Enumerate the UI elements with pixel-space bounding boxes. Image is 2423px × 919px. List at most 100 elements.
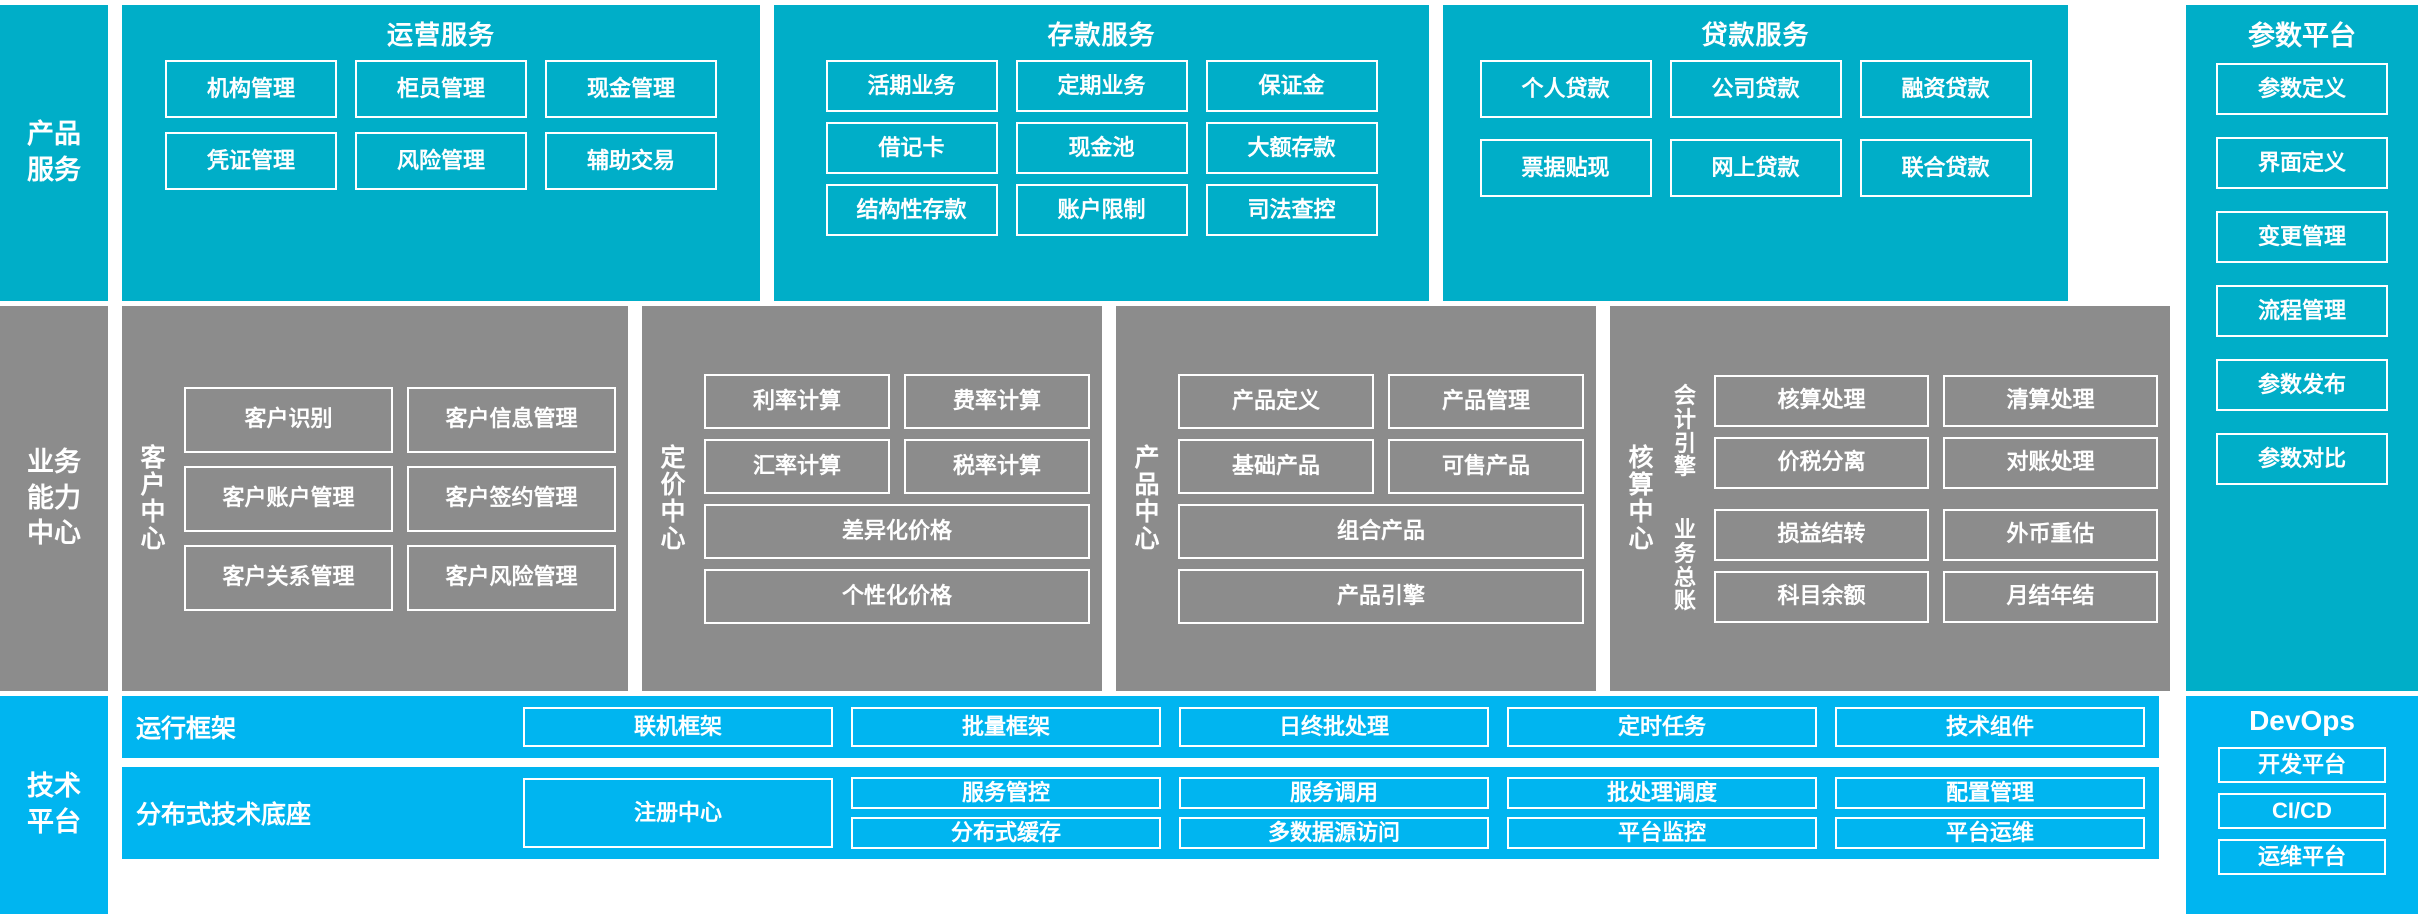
tile-month-year-end-closing[interactable]: 月结年结: [1943, 570, 2158, 623]
tile-scheduled-task[interactable]: 定时任务: [1507, 707, 1817, 747]
tile-customer-relationship-management[interactable]: 客户关系管理: [184, 544, 393, 611]
tile-judicial-control[interactable]: 司法查控: [1205, 184, 1378, 236]
tile-configuration-management[interactable]: 配置管理: [1835, 777, 2145, 809]
tile-ci-cd[interactable]: CI/CD: [2218, 793, 2386, 829]
tile-platform-monitoring[interactable]: 平台监控: [1507, 817, 1817, 849]
center-body-accounting: 会计引擎 核算处理 清算处理 价税分离 对账处理: [1660, 374, 2158, 623]
tile-batch-framework[interactable]: 批量框架: [851, 707, 1161, 747]
sub-label-accounting-engine: 会计引擎: [1673, 383, 1696, 480]
center-body-product: 产品定义 产品管理 基础产品 可售产品 组合产品 产品引擎: [1166, 373, 1584, 624]
center-label-pricing: 定价中心: [660, 443, 686, 553]
tile-risk-management[interactable]: 风险管理: [355, 132, 527, 190]
tile-structured-deposit[interactable]: 结构性存款: [825, 184, 998, 236]
tile-cash-pool[interactable]: 现金池: [1015, 122, 1188, 174]
tile-parameter-publish[interactable]: 参数发布: [2216, 359, 2388, 411]
bar-name-distributed-tech-base: 分布式技术底座: [136, 801, 312, 829]
tile-column: 服务管控 分布式缓存: [851, 777, 1161, 849]
tile-interest-rate-calculation[interactable]: 利率计算: [704, 373, 890, 429]
layer-business-capability: 业务 能力 中心 客户中心 客户识别 客户信息管理 客户账户管理 客户签约管理 …: [0, 306, 2423, 691]
bar-name-runtime-framework: 运行框架: [136, 715, 237, 743]
tile-clearing-processing[interactable]: 清算处理: [1943, 374, 2158, 427]
tile-margin-deposit[interactable]: 保证金: [1205, 60, 1378, 112]
sub-label-business-general-ledger: 业务总账: [1673, 517, 1696, 614]
tile-bill-discount[interactable]: 票据贴现: [1479, 139, 1652, 197]
tile-basic-product[interactable]: 基础产品: [1178, 438, 1374, 494]
tile-process-management[interactable]: 流程管理: [2216, 285, 2388, 337]
tile-batch-scheduling[interactable]: 批处理调度: [1507, 777, 1817, 809]
tile-joint-loan[interactable]: 联合贷款: [1859, 139, 2032, 197]
tile-operations-platform[interactable]: 运维平台: [2218, 839, 2386, 875]
tile-customer-account-management[interactable]: 客户账户管理: [184, 465, 393, 532]
tile-customer-identification[interactable]: 客户识别: [184, 386, 393, 453]
tile-large-deposit[interactable]: 大额存款: [1205, 122, 1378, 174]
tile-end-of-day-batch[interactable]: 日终批处理: [1179, 707, 1489, 747]
tile-debit-card[interactable]: 借记卡: [825, 122, 998, 174]
bar-items-runtime-framework: 联机框架 批量框架 日终批处理 定时任务 技术组件: [386, 707, 2145, 747]
tile-account-restriction[interactable]: 账户限制: [1015, 184, 1188, 236]
tile-differentiated-price[interactable]: 差异化价格: [704, 503, 1090, 559]
tile-fee-rate-calculation[interactable]: 费率计算: [904, 373, 1090, 429]
tile-customer-info-management[interactable]: 客户信息管理: [407, 386, 616, 453]
tile-product-management[interactable]: 产品管理: [1388, 373, 1584, 429]
tile-grid-loan-service: 个人贷款 公司贷款 融资贷款 票据贴现 网上贷款 联合贷款: [1443, 60, 2068, 197]
tile-platform-operations[interactable]: 平台运维: [1835, 817, 2145, 849]
tile-subject-balance[interactable]: 科目余额: [1714, 570, 1929, 623]
layer-label-line-2: 服务: [27, 155, 81, 185]
group-title-deposit-service: 存款服务: [1047, 20, 1156, 50]
tile-product-definition[interactable]: 产品定义: [1178, 373, 1374, 429]
center-customer: 客户中心 客户识别 客户信息管理 客户账户管理 客户签约管理 客户关系管理 客户…: [122, 306, 628, 691]
tile-time-deposit[interactable]: 定期业务: [1015, 60, 1188, 112]
tile-personal-loan[interactable]: 个人贷款: [1479, 60, 1652, 118]
tile-demand-deposit[interactable]: 活期业务: [825, 60, 998, 112]
tile-product-engine[interactable]: 产品引擎: [1178, 568, 1584, 624]
accounting-subgroup-engine: 会计引擎 核算处理 清算处理 价税分离 对账处理: [1668, 374, 2158, 489]
tile-interface-definition[interactable]: 界面定义: [2216, 137, 2388, 189]
tile-bundled-product[interactable]: 组合产品: [1178, 503, 1584, 559]
tile-online-framework[interactable]: 联机框架: [523, 707, 833, 747]
tile-tax-rate-calculation[interactable]: 税率计算: [904, 438, 1090, 494]
tile-online-loan[interactable]: 网上贷款: [1669, 139, 1842, 197]
tile-personalized-price[interactable]: 个性化价格: [704, 568, 1090, 624]
tile-voucher-management[interactable]: 凭证管理: [165, 132, 337, 190]
tile-customer-contract-management[interactable]: 客户签约管理: [407, 465, 616, 532]
tile-financing-loan[interactable]: 融资贷款: [1859, 60, 2032, 118]
tile-parameter-compare[interactable]: 参数对比: [2216, 433, 2388, 485]
tile-reconciliation-processing[interactable]: 对账处理: [1943, 436, 2158, 489]
tile-sellable-product[interactable]: 可售产品: [1388, 438, 1584, 494]
panel-title-devops: DevOps: [2249, 705, 2355, 736]
center-label-product: 产品中心: [1134, 443, 1160, 553]
tile-service-governance[interactable]: 服务管控: [851, 777, 1161, 809]
center-label-customer: 客户中心: [140, 443, 166, 553]
tile-price-tax-separation[interactable]: 价税分离: [1714, 436, 1929, 489]
tile-multi-datasource-access[interactable]: 多数据源访问: [1179, 817, 1489, 849]
layer-technical-platform: 技术 平台 运行框架 联机框架 批量框架 日终批处理 定时任务 技术组件 分布式…: [0, 696, 2423, 914]
tile-technical-component[interactable]: 技术组件: [1835, 707, 2145, 747]
layer-label-line-2: 能力: [27, 482, 81, 513]
tile-parameter-definition[interactable]: 参数定义: [2216, 63, 2388, 115]
tile-cash-management[interactable]: 现金管理: [545, 60, 717, 118]
tile-registry-center[interactable]: 注册中心: [523, 778, 833, 848]
layer-label-line-1: 产品: [27, 119, 81, 150]
center-body-pricing: 利率计算 费率计算 汇率计算 税率计算 差异化价格 个性化价格: [692, 373, 1090, 624]
panel-tiles-devops: 开发平台 CI/CD 运维平台: [2186, 747, 2418, 875]
center-product: 产品中心 产品定义 产品管理 基础产品 可售产品 组合产品 产品引擎: [1116, 306, 1596, 691]
tile-exchange-rate-calculation[interactable]: 汇率计算: [704, 438, 890, 494]
tile-service-invocation[interactable]: 服务调用: [1179, 777, 1489, 809]
group-title-loan-service: 贷款服务: [1701, 20, 1810, 50]
tile-auxiliary-transaction[interactable]: 辅助交易: [545, 132, 717, 190]
tile-corporate-loan[interactable]: 公司贷款: [1669, 60, 1842, 118]
tile-customer-risk-management[interactable]: 客户风险管理: [407, 544, 616, 611]
center-body-customer: 客户识别 客户信息管理 客户账户管理 客户签约管理 客户关系管理 客户风险管理: [172, 386, 616, 611]
layer-label-technical-platform: 技术 平台: [0, 696, 108, 914]
center-pricing: 定价中心 利率计算 费率计算 汇率计算 税率计算 差异化价格 个性化价格: [642, 306, 1102, 691]
tile-org-management[interactable]: 机构管理: [165, 60, 337, 118]
tile-teller-management[interactable]: 柜员管理: [355, 60, 527, 118]
tile-development-platform[interactable]: 开发平台: [2218, 747, 2386, 783]
tile-accounting-processing[interactable]: 核算处理: [1714, 374, 1929, 427]
tile-change-management[interactable]: 变更管理: [2216, 211, 2388, 263]
layer-label-line-3: 中心: [27, 518, 81, 549]
tile-foreign-currency-revaluation[interactable]: 外币重估: [1943, 508, 2158, 561]
tile-distributed-cache[interactable]: 分布式缓存: [851, 817, 1161, 849]
tile-profit-loss-carryover[interactable]: 损益结转: [1714, 508, 1929, 561]
